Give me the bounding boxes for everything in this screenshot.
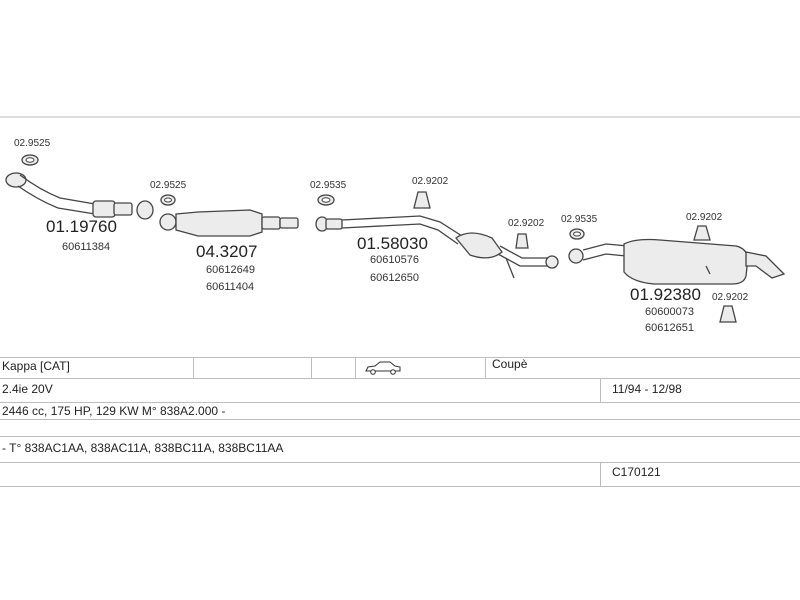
- oem-ref: 60612650: [370, 272, 419, 284]
- gasket-02-9535-a: 02.9535: [310, 180, 347, 206]
- table-border: [485, 357, 486, 378]
- car-icon: [365, 361, 401, 375]
- table-border: [0, 462, 800, 463]
- part-code-large: 04.3207: [196, 242, 257, 261]
- oem-ref: 60612651: [645, 322, 694, 334]
- years-cell: 11/94 - 12/98: [612, 382, 682, 396]
- table-border: [0, 486, 800, 487]
- part-code: 02.9202: [686, 212, 723, 223]
- table-border: [0, 357, 800, 358]
- part-code-large: 01.19760: [46, 217, 117, 236]
- middle-silencer-part: 01.58030 60610576 60612650: [315, 215, 559, 284]
- hanger-02-9202-b: 02.9202: [508, 218, 545, 249]
- table-border: [0, 378, 800, 379]
- gasket-02-9535-b: 02.9535: [561, 214, 598, 240]
- part-code-large: 01.58030: [357, 234, 428, 253]
- rear-silencer-part: 01.92380 60600073 60612651: [568, 238, 786, 334]
- part-code-large: 01.92380: [630, 285, 701, 304]
- front-pipe-part: 01.19760 60611384: [5, 172, 154, 253]
- hanger-02-9202-c: 02.9202: [686, 212, 723, 241]
- table-border: [193, 357, 194, 378]
- part-code: 02.9535: [310, 180, 347, 191]
- oem-ref: 60611384: [62, 241, 110, 253]
- part-code: 02.9202: [508, 218, 545, 229]
- gasket-02-9525-b: 02.9525: [150, 180, 187, 206]
- oem-ref: 60610576: [370, 254, 419, 266]
- table-border: [0, 402, 800, 403]
- engine-cell: 2.4ie 20V: [2, 382, 53, 396]
- part-code: 02.9525: [150, 180, 187, 191]
- part-code: 02.9525: [14, 138, 51, 149]
- table-border: [600, 378, 601, 402]
- catalyst-part: 04.3207 60612649 60611404: [159, 209, 299, 293]
- body-type-cell: Coupè: [492, 357, 528, 371]
- specs-cell: 2446 cc, 175 HP, 129 KW M° 838A2.000 -: [2, 404, 226, 418]
- table-border: [355, 357, 356, 378]
- table-border: [311, 357, 312, 378]
- part-code: 02.9535: [561, 214, 598, 225]
- part-code: 02.9202: [412, 176, 449, 187]
- oem-ref: 60600073: [645, 306, 694, 318]
- hanger-02-9202-d: 02.9202: [712, 292, 749, 323]
- oem-ref: 60611404: [206, 281, 254, 293]
- table-border: [0, 419, 800, 420]
- model-cell: Kappa [CAT]: [2, 359, 70, 373]
- type-codes-cell: - T° 838AC1AA, 838AC11A, 838BC11A, 838BC…: [2, 441, 284, 455]
- gasket-02-9525-a: 02.9525: [14, 138, 51, 166]
- catalogue-code-cell: C170121: [612, 465, 661, 479]
- part-code: 02.9202: [712, 292, 749, 303]
- table-border: [600, 462, 601, 486]
- hanger-02-9202-a: 02.9202: [412, 176, 449, 209]
- table-border: [0, 436, 800, 437]
- oem-ref: 60612649: [206, 264, 255, 276]
